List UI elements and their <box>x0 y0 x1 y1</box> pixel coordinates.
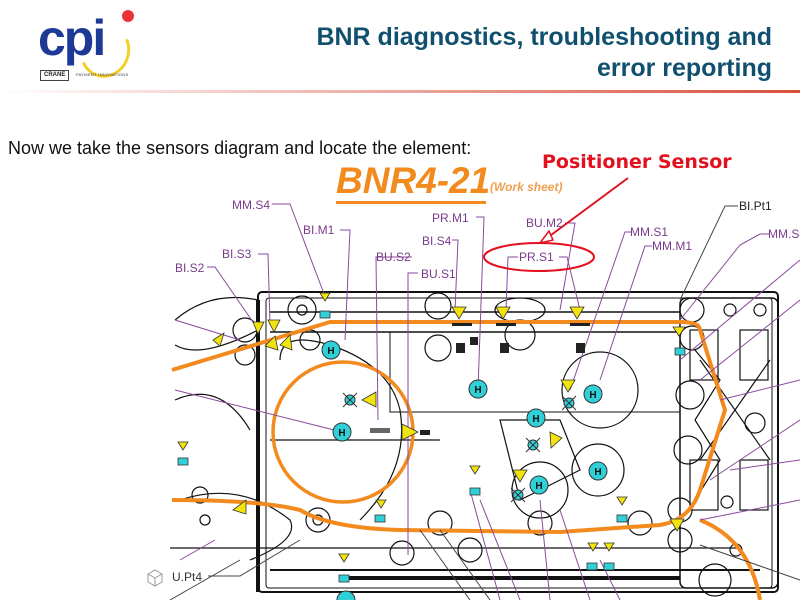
sensor-triangle-icon <box>451 306 467 320</box>
sensor-receiver-icon <box>603 562 615 571</box>
sensor-receiver-icon <box>616 514 628 523</box>
svg-text:H: H <box>532 414 539 425</box>
sensor-triangle-icon <box>361 391 377 408</box>
sensor-triangle-icon <box>177 441 189 451</box>
sensor-receiver-icon <box>586 562 598 571</box>
optical-sensors <box>177 292 686 563</box>
sensor-triangle-icon <box>267 319 281 333</box>
motors: H H H H H H H <box>321 340 608 600</box>
svg-text:H: H <box>535 481 542 492</box>
diagram-title-underline <box>336 201 486 204</box>
header-divider <box>0 90 800 93</box>
page-title: BNR diagnostics, troubleshooting and err… <box>316 22 772 84</box>
label-bu-m2: BU.M2 <box>526 216 563 230</box>
encoder-icon <box>525 437 541 453</box>
sensor-triangle-icon <box>616 496 628 506</box>
motor-icon: H <box>468 379 488 399</box>
label-bi-s4: BI.S4 <box>422 234 452 248</box>
svg-text:H: H <box>474 385 481 396</box>
sensor-receiver-icon <box>319 310 331 319</box>
logo-tagline: PAYMENT INNOVATIONS <box>76 72 129 77</box>
sensor-triangle-icon <box>587 542 599 552</box>
connectors <box>370 323 590 435</box>
motor-icon <box>336 590 356 600</box>
sensor-triangle-icon <box>569 306 585 320</box>
svg-text:H: H <box>338 428 345 439</box>
svg-text:H: H <box>327 346 334 357</box>
encoder-icon <box>510 487 526 503</box>
label-bi-s2: BI.S2 <box>175 261 205 275</box>
sensor-triangle-icon <box>495 306 511 320</box>
svg-text:H: H <box>589 390 596 401</box>
label-bu-s2: BU.S2 <box>376 250 411 264</box>
sensor-triangle-icon <box>279 334 293 351</box>
sensor-receiver-icon <box>469 487 481 496</box>
label-mm-s-cut: MM.S <box>768 227 799 241</box>
sensor-triangle-icon <box>560 379 576 393</box>
motor-icon: H <box>529 475 549 495</box>
sensor-triangle-icon <box>252 321 265 335</box>
svg-text:H: H <box>594 467 601 478</box>
sensor-receiver-icon <box>374 514 386 523</box>
page-title-line-1: BNR diagnostics, troubleshooting and <box>316 23 772 51</box>
sensor-triangle-icon <box>319 292 331 302</box>
label-u-pt4: U.Pt4 <box>172 570 202 584</box>
label-bi-s3: BI.S3 <box>222 247 252 261</box>
sensor-receiver-icon <box>674 347 686 356</box>
sensor-triangle-icon <box>669 518 685 532</box>
motor-icon: H <box>526 408 546 428</box>
pr-s1-highlight-ellipse <box>483 242 595 272</box>
motor-icon: H <box>321 340 341 360</box>
sensor-triangle-icon <box>264 335 279 351</box>
sensor-triangle-icon <box>512 469 528 483</box>
intro-text: Now we take the sensors diagram and loca… <box>8 138 472 158</box>
motor-icon: H <box>332 422 352 442</box>
sensor-receiver-icon <box>338 574 350 583</box>
logo-brand-text: cpi <box>38 10 106 66</box>
callout-arrow <box>546 177 629 239</box>
label-pr-m1: PR.M1 <box>432 211 469 225</box>
cube-icon <box>147 569 163 587</box>
page-title-line-2: error reporting <box>596 54 772 82</box>
highlight-annotation <box>483 177 629 272</box>
label-mm-s1: MM.S1 <box>630 225 668 239</box>
encoders <box>342 392 577 503</box>
motor-icon: H <box>588 461 608 481</box>
note-path <box>171 320 762 600</box>
diagram-title: BNR4-21 <box>336 160 491 201</box>
sensor-labels: MM.S4 BI.M1 BI.S3 BI.S2 BU.S2 PR.M1 BI.S… <box>172 198 799 584</box>
sensor-receivers <box>177 310 686 583</box>
label-bu-s1: BU.S1 <box>421 267 456 281</box>
label-mm-s4: MM.S4 <box>232 198 270 212</box>
cpi-logo: cpi CRANE PAYMENT INNOVATIONS <box>38 8 138 85</box>
label-bi-m1: BI.M1 <box>303 223 335 237</box>
grey-leader-lines <box>169 205 800 600</box>
logo-dot-icon <box>122 10 134 22</box>
sensor-triangle-icon <box>401 423 419 441</box>
crane-logo-text: CRANE <box>40 70 70 81</box>
mechanism-outlines <box>174 292 771 597</box>
diagram-subtitle: (Work sheet) <box>490 180 563 194</box>
label-bi-pt1: BI.Pt1 <box>739 199 772 213</box>
sensor-triangle-icon <box>212 332 225 347</box>
sensor-triangle-icon <box>672 326 686 337</box>
sensor-triangle-icon <box>375 499 387 509</box>
encoder-icon <box>561 395 577 411</box>
sensor-receiver-icon <box>177 457 189 466</box>
sensor-triangle-icon <box>603 542 615 552</box>
sensor-triangle-icon <box>232 499 247 515</box>
positioner-sensor-callout: Positioner Sensor <box>542 151 732 173</box>
label-pr-s1: PR.S1 <box>519 250 554 264</box>
sensor-triangle-icon <box>469 465 481 475</box>
arrow-head-icon <box>538 229 555 245</box>
sensor-triangle-icon <box>549 431 563 449</box>
label-mm-m1: MM.M1 <box>652 239 692 253</box>
motor-icon: H <box>583 384 603 404</box>
encoder-icon <box>342 392 358 408</box>
sensor-triangle-icon <box>338 553 350 563</box>
